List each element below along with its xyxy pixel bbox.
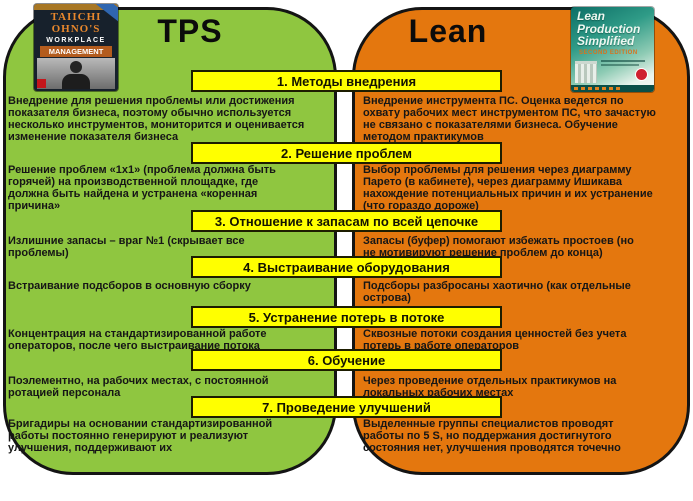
tps-block-7: Бригадиры на основании стандартизированн…: [8, 418, 273, 454]
section-header-7: 7. Проведение улучшений: [191, 396, 502, 418]
tps-book-title: TAIICHI OHNO'S: [50, 11, 102, 35]
section-header-3: 3. Отношение к запасам по всей цепочке: [191, 210, 502, 232]
lean-block-6: Через проведение отдельных практикумов н…: [363, 375, 617, 399]
book-columns-graphic: [575, 61, 597, 83]
lean-title: Lean: [408, 13, 488, 49]
tps-block-3: Излишние запасы – враг №1 (скрывает все …: [8, 235, 245, 259]
tps-book-subtitle-2: MANAGEMENT: [40, 46, 112, 57]
section-header-4: 4. Выстраивание оборудования: [191, 256, 502, 278]
publisher-logo: [37, 79, 46, 88]
tps-block-6: Поэлементно, на рабочих местах, с постоя…: [8, 375, 269, 399]
book-subtext-line: [601, 60, 645, 62]
photo-silhouette-torso: [62, 74, 90, 89]
lean-block-4: Подсборы разбросаны хаотично (как отдель…: [363, 280, 631, 304]
tps-book-subtitle-1: WORKPLACE: [46, 37, 106, 44]
lean-block-7: Выделенные группы специалистов проводят …: [363, 418, 621, 454]
photo-silhouette-head: [70, 61, 82, 73]
lean-block-5: Сквозные потоки создания ценностей без у…: [363, 328, 627, 352]
lean-block-3: Запасы (буфер) помогают избежать простое…: [363, 235, 634, 259]
lean-book-cover: Lean Production Simplified SECOND EDITIO…: [571, 7, 654, 92]
book-author-band: [571, 85, 654, 92]
tps-title: TPS: [157, 13, 223, 49]
lean-block-2: Выбор проблемы для решения через диаграм…: [363, 164, 653, 212]
tps-block-1: Внедрение для решения проблемы или дости…: [8, 95, 305, 143]
tps-block-5: Концентрация на стандартизированной рабо…: [8, 328, 267, 352]
book-subtext-line: [601, 64, 639, 66]
lean-block-1: Внедрение инструмента ПС. Оценка ведется…: [363, 95, 656, 143]
book-author-text-dashes: [574, 87, 620, 90]
tps-block-2: Решение проблем «1х1» (проблема должна б…: [8, 164, 276, 212]
tps-book-cover: TAIICHI OHNO'S WORKPLACE MANAGEMENT: [34, 4, 118, 91]
section-header-6: 6. Обучение: [191, 349, 502, 371]
section-header-2: 2. Решение проблем: [191, 142, 502, 164]
section-header-1: 1. Методы внедрения: [191, 70, 502, 92]
section-header-5: 5. Устранение потерь в потоке: [191, 306, 502, 328]
tps-book-photo: [37, 58, 115, 89]
book-red-logo: [635, 68, 648, 81]
lean-book-title: Lean Production Simplified: [577, 9, 641, 48]
lean-book-edition: SECOND EDITION: [579, 50, 638, 56]
tps-block-4: Встраивание подсборов в основную сборку: [8, 280, 251, 292]
book-top-strip: [34, 4, 118, 10]
